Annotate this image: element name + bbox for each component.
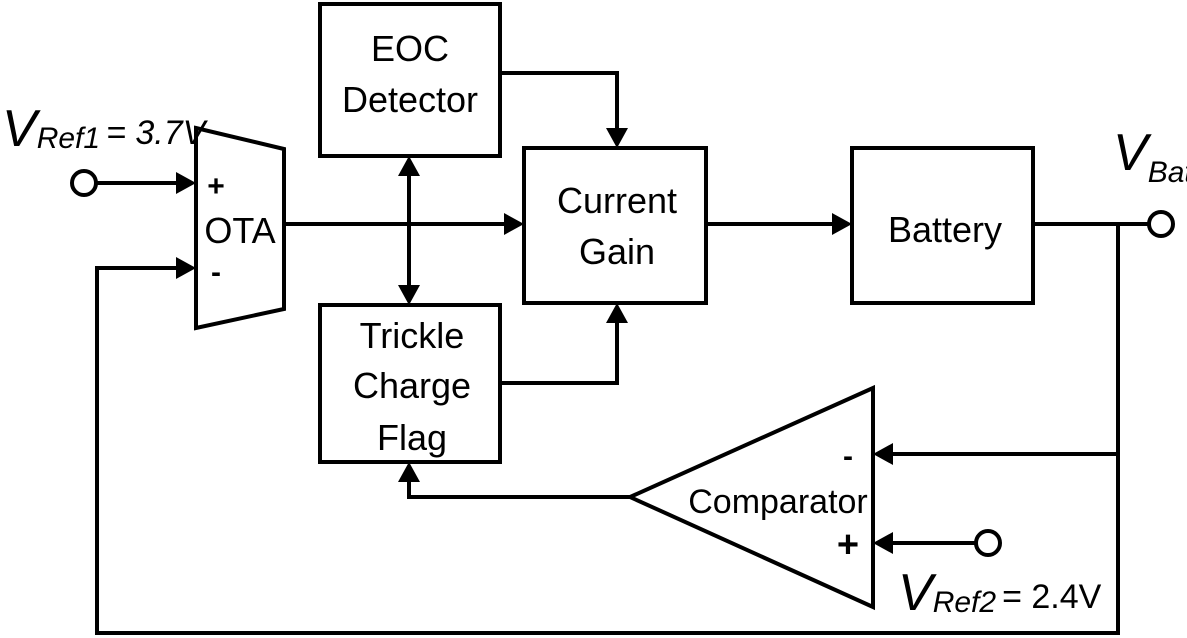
trickle-label-line1: Trickle (360, 315, 465, 356)
current-gain-label-line1: Current (557, 180, 677, 221)
arrow-current-gain-top (606, 128, 628, 148)
vbat-subscript: Bat (1148, 156, 1187, 189)
arrow-ota-plus (176, 172, 196, 194)
ota-label: OTA (204, 210, 275, 251)
vbat-label: VBat (1113, 124, 1187, 189)
battery-block (850, 146, 1035, 305)
trickle-label-line3: Flag (377, 417, 447, 458)
wire-comparator-to-trickle (407, 476, 630, 499)
vref1-label: VRef1= 3.7V (2, 100, 209, 158)
current-gain-label-line2: Gain (579, 231, 655, 272)
comparator-block (625, 384, 875, 611)
eoc-detector-block (318, 2, 502, 158)
arrow-comparator-plus (873, 532, 893, 554)
vbat-symbol: V (1113, 124, 1152, 182)
arrow-current-gain-input (504, 213, 524, 235)
vref2-subscript: Ref2 (933, 586, 997, 619)
wire-feedback-loop (95, 266, 1120, 635)
arrow-comparator-minus (873, 443, 893, 465)
arrow-trickle-bottom (398, 462, 420, 482)
comparator-minus-sign: - (843, 440, 853, 473)
vref2-label: VRef2= 2.4V (898, 564, 1102, 622)
eoc-label-line1: EOC (371, 28, 449, 69)
ota-plus-sign: + (207, 170, 225, 203)
vref1-value: = 3.7V (106, 114, 209, 152)
trickle-label-line2: Charge (353, 365, 471, 406)
current-gain-block (522, 146, 708, 305)
eoc-label-line2: Detector (342, 79, 478, 120)
trickle-charge-flag-block (318, 303, 502, 464)
comparator-label: Comparator (688, 483, 868, 521)
arrow-trickle-top (398, 285, 420, 305)
vref2-terminal (974, 529, 1002, 557)
vref2-symbol: V (898, 564, 937, 622)
arrow-current-gain-bottom (606, 303, 628, 323)
ota-minus-sign: - (211, 256, 221, 289)
wire-eoc-to-current-gain (500, 71, 619, 134)
vref1-terminal (70, 169, 98, 197)
arrow-eoc-bottom (398, 156, 420, 176)
vref1-subscript: Ref1 (37, 122, 100, 155)
vref1-symbol: V (2, 100, 41, 158)
comparator-plus-sign: + (837, 524, 859, 566)
battery-label: Battery (888, 209, 1002, 250)
vbat-terminal (1147, 210, 1175, 238)
arrow-ota-minus (176, 257, 196, 279)
arrow-battery-input (832, 213, 852, 235)
ota-block (194, 125, 286, 331)
wire-trickle-to-current-gain (500, 317, 619, 385)
vref2-value: = 2.4V (1002, 578, 1102, 616)
